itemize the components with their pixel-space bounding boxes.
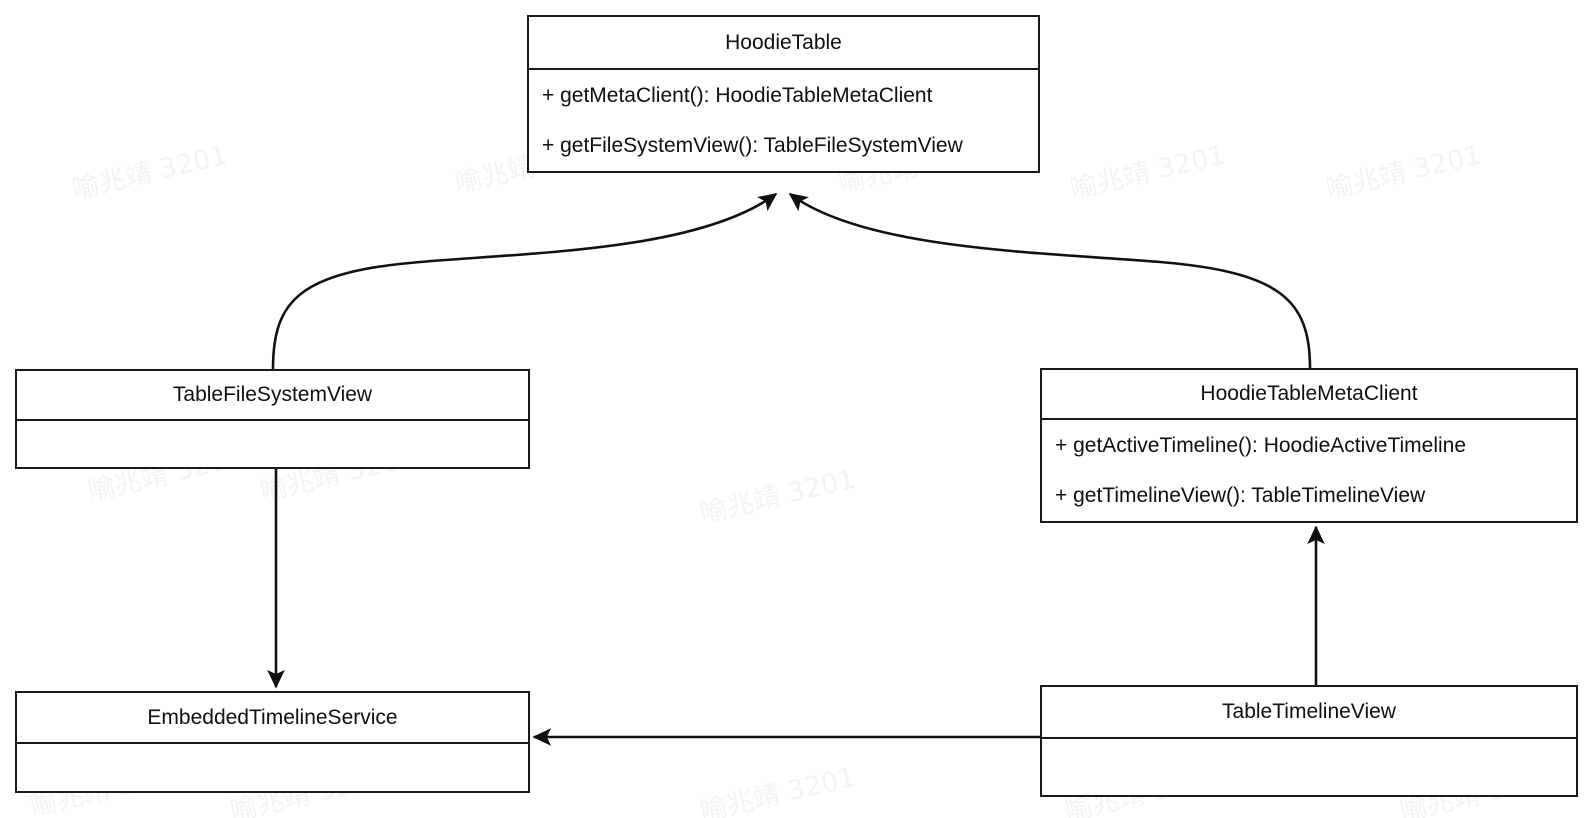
class-members-embedded-timeline-service xyxy=(17,744,528,791)
class-name-hoodie-table: HoodieTable xyxy=(529,17,1038,70)
class-name-embedded-timeline-service: EmbeddedTimelineService xyxy=(17,693,528,744)
class-box-table-timeline-view[interactable]: TableTimelineView xyxy=(1040,685,1578,797)
class-members-table-file-system-view xyxy=(17,421,528,467)
class-box-hoodie-table[interactable]: HoodieTable+ getMetaClient(): HoodieTabl… xyxy=(527,15,1040,173)
class-name-hoodie-table-meta-client: HoodieTableMetaClient xyxy=(1042,370,1576,420)
class-box-hoodie-table-meta-client[interactable]: HoodieTableMetaClient + getActiveTimeline… xyxy=(1040,368,1578,523)
edge-tablefilesystemview-to-hoodietable xyxy=(271,192,778,370)
class-name-table-timeline-view: TableTimelineView xyxy=(1042,687,1576,739)
class-box-table-file-system-view[interactable]: TableFileSystemView xyxy=(15,369,530,469)
class-member: + getMetaClient(): HoodieTableMetaClient xyxy=(542,83,933,107)
class-members-hoodie-table: + getMetaClient(): HoodieTableMetaClient… xyxy=(529,70,1038,171)
class-member: + getTimelineView(): TableTimelineView xyxy=(1055,484,1426,508)
edge-hoodietablemetaclient-to-hoodietable xyxy=(788,192,1312,369)
class-members-table-timeline-view xyxy=(1042,739,1576,795)
class-name-table-file-system-view: TableFileSystemView xyxy=(17,371,528,421)
class-members-hoodie-table-meta-client: + getActiveTimeline(): HoodieActiveTimel… xyxy=(1042,420,1576,521)
class-member: + getFileSystemView(): TableFileSystemVi… xyxy=(542,134,963,158)
class-member: + getActiveTimeline(): HoodieActiveTimel… xyxy=(1055,433,1467,457)
class-box-embedded-timeline-service[interactable]: EmbeddedTimelineService xyxy=(15,691,530,793)
